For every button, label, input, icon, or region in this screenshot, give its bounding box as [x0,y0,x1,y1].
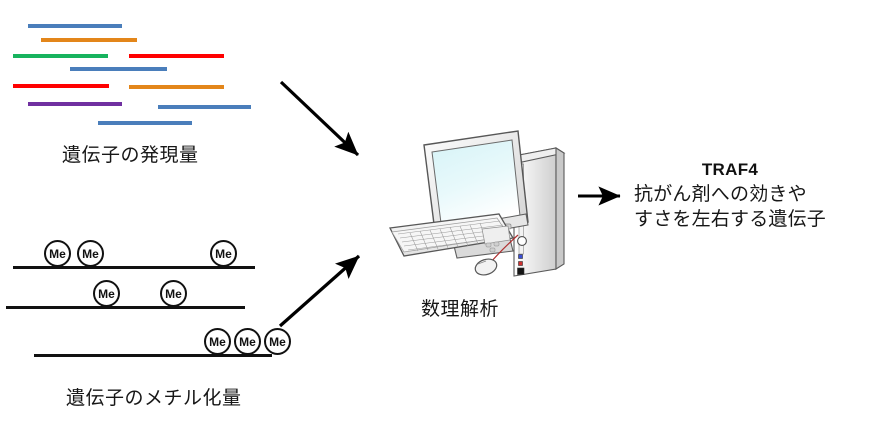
methyl-group-marker: Me [234,328,261,355]
computer-icon [389,130,566,277]
methyl-group-marker: Me [264,328,291,355]
result-description-line-1: 抗がん剤への効きや [634,183,807,205]
expression-bar [28,102,122,106]
expression-bar [41,38,137,42]
expression-bar [158,105,251,109]
result-description-line-2: すさを左右する遺伝子 [634,208,827,231]
expression-bar [129,54,224,58]
methyl-group-marker: Me [160,280,187,307]
methyl-group-marker: Me [204,328,231,355]
expression-bar [98,121,192,125]
methylation-panel-label: 遺伝子のメチル化量 [66,387,242,409]
methylation-dna-line [34,354,272,357]
arrow-bottom-line [278,254,361,328]
arrow-top-line [279,80,360,157]
computer-mouse [474,234,519,276]
expression-bar [129,85,224,89]
methyl-group-marker: Me [44,240,71,267]
methyl-group-marker: Me [77,240,104,267]
computer-keyboard [389,213,515,257]
result-gene-name: TRAF4 [701,160,759,179]
methylation-dna-line [13,266,255,269]
expression-bar [28,24,122,28]
expression-panel-label: 遺伝子の発現量 [62,144,199,166]
computer-illustration [358,104,588,277]
result-text-block: TRAF4 抗がん剤への効きや すさを左右する遺伝子 [634,160,826,232]
expression-bar [70,67,167,71]
analysis-label: 数理解析 [421,298,500,320]
methyl-group-marker: Me [93,280,120,307]
expression-bar [13,84,109,88]
methyl-group-marker: Me [210,240,237,267]
expression-panel [0,0,280,180]
methylation-dna-line [6,306,245,309]
expression-bar [13,54,108,58]
